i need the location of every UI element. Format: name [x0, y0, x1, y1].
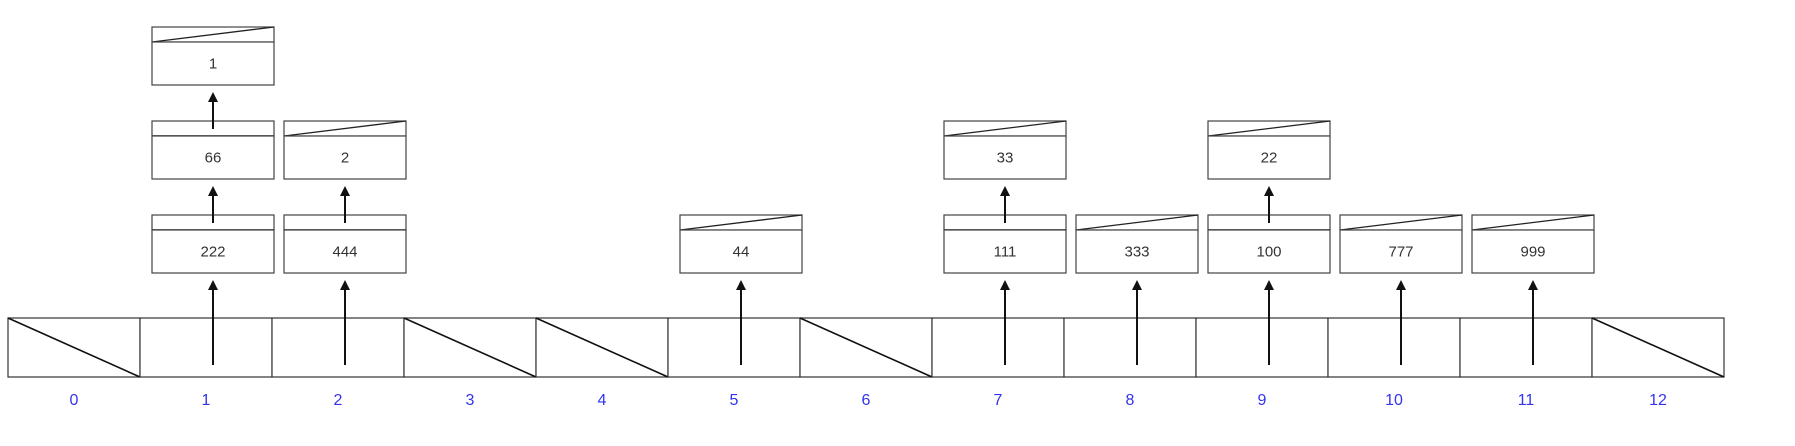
node-value: 1: [209, 56, 217, 73]
bucket-cell-10: [1327, 317, 1461, 378]
node-value: 111: [994, 244, 1017, 261]
null-next-slash: [1339, 214, 1463, 231]
node-value: 100: [1256, 244, 1281, 261]
bucket-cell-6: [799, 317, 933, 378]
null-next-slash: [1075, 214, 1199, 231]
chain-node: 111: [943, 214, 1067, 274]
chain-node: 444: [283, 214, 407, 274]
bucket-cell-rect: [1195, 317, 1329, 378]
node-value: 66: [205, 150, 222, 167]
bucket-cell-0: [7, 317, 141, 378]
null-next-slash: [151, 26, 275, 43]
node-value: 33: [997, 150, 1014, 167]
null-next-slash: [1471, 214, 1595, 231]
bucket-index-label: 0: [70, 392, 79, 409]
node-value-box: [1471, 229, 1595, 274]
node-value-box: [679, 229, 803, 274]
null-next-slash: [943, 120, 1067, 137]
bucket-array: [7, 317, 1725, 378]
bucket-cell-rect: [1327, 317, 1461, 378]
node-value-box: [283, 229, 407, 274]
chain-node: 222: [151, 214, 275, 274]
bucket-index-label: 11: [1518, 392, 1535, 409]
bucket-cell-rect: [931, 317, 1065, 378]
chain-node: 22: [1207, 120, 1331, 180]
bucket-cell-rect: [667, 317, 801, 378]
chain-node: 100: [1207, 214, 1331, 274]
node-value: 444: [332, 244, 357, 261]
node-value-box: [1207, 135, 1331, 180]
node-value-box: [943, 229, 1067, 274]
node-value: 333: [1124, 244, 1149, 261]
bucket-cell-5: [667, 317, 801, 378]
null-next-slash: [283, 120, 407, 137]
null-pointer-slash: [535, 317, 669, 378]
chain-node: 44: [679, 214, 803, 274]
chain-node: 777: [1339, 214, 1463, 274]
bucket-index-label: 3: [466, 392, 475, 409]
bucket-cell-rect: [271, 317, 405, 378]
node-value-box: [1075, 229, 1199, 274]
bucket-cell-3: [403, 317, 537, 378]
bucket-index-label: 10: [1385, 392, 1403, 409]
chain-node: 1: [151, 26, 275, 86]
null-pointer-slash: [7, 317, 141, 378]
bucket-cell-7: [931, 317, 1065, 378]
node-value: 22: [1261, 150, 1278, 167]
bucket-index-label: 4: [598, 392, 607, 409]
node-value-box: [943, 135, 1067, 180]
node-value-box: [151, 229, 275, 274]
node-value-box: [1339, 229, 1463, 274]
chain-node: 33: [943, 120, 1067, 180]
null-pointer-slash: [799, 317, 933, 378]
bucket-cell-9: [1195, 317, 1329, 378]
node-value: 2: [341, 150, 349, 167]
chain-node: 333: [1075, 214, 1199, 274]
bucket-index-label: 8: [1126, 392, 1135, 409]
bucket-cell-8: [1063, 317, 1197, 378]
null-next-slash: [679, 214, 803, 231]
bucket-index-label: 5: [730, 392, 739, 409]
null-pointer-slash: [1591, 317, 1725, 378]
bucket-cell-11: [1459, 317, 1593, 378]
bucket-index-label: 7: [994, 392, 1003, 409]
bucket-index-label: 1: [202, 392, 211, 409]
chain-pointers: [208, 92, 1538, 365]
node-value-box: [283, 135, 407, 180]
bucket-cell-4: [535, 317, 669, 378]
node-value-box: [151, 41, 275, 86]
bucket-cell-12: [1591, 317, 1725, 378]
bucket-cell-rect: [139, 317, 273, 378]
node-value: 777: [1388, 244, 1413, 261]
null-next-slash: [1207, 120, 1331, 137]
bucket-cell-rect: [1459, 317, 1593, 378]
node-value-box: [151, 135, 275, 180]
chain-node: 2: [283, 120, 407, 180]
bucket-index-label: 12: [1649, 392, 1667, 409]
chain-node: 999: [1471, 214, 1595, 274]
null-pointer-slash: [403, 317, 537, 378]
bucket-cell-2: [271, 317, 405, 378]
bucket-cell-rect: [1063, 317, 1197, 378]
bucket-index-label: 6: [862, 392, 871, 409]
bucket-cell-1: [139, 317, 273, 378]
bucket-index-label: 9: [1258, 392, 1267, 409]
bucket-index-label: 2: [334, 392, 343, 409]
node-value: 44: [733, 244, 750, 261]
chain-node: 66: [151, 120, 275, 180]
node-value: 222: [200, 244, 225, 261]
node-value-box: [1207, 229, 1331, 274]
node-value: 999: [1520, 244, 1545, 261]
